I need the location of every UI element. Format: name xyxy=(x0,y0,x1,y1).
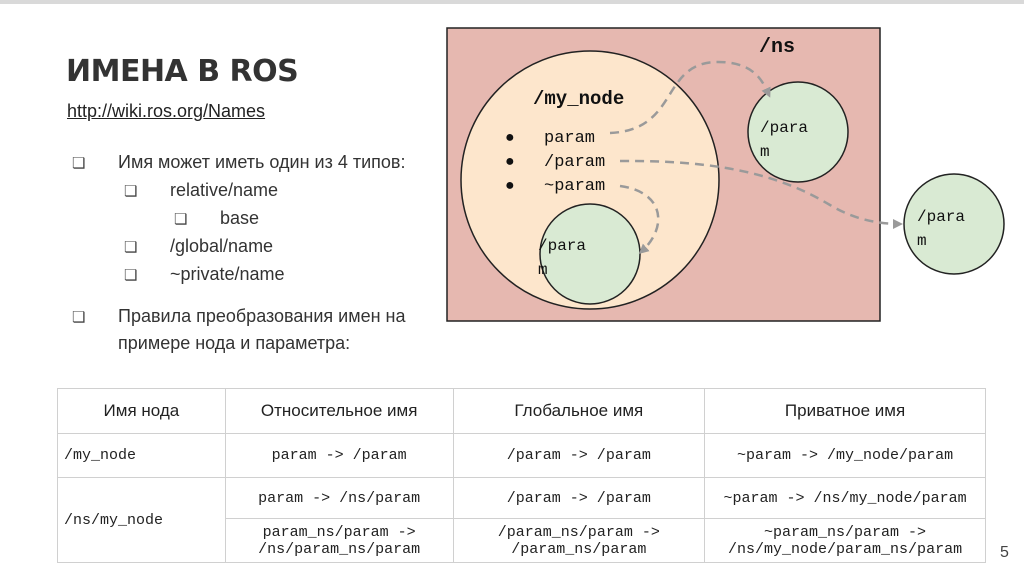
relative-arrow xyxy=(609,60,771,135)
table-row: /ns/my_node param -> /ns/param /param ->… xyxy=(57,477,986,563)
wiki-link[interactable]: http://wiki.ros.org/Names xyxy=(67,101,266,121)
bullet-text: примере нода и параметра: xyxy=(118,333,351,353)
private-arrow xyxy=(619,184,660,254)
global-param-circle xyxy=(903,173,1005,275)
header-relative: Относительное имя xyxy=(224,388,454,434)
cell-line: ~param_ns/param -> xyxy=(764,523,927,541)
names-table: Имя нода Относительное имя Глобальное им… xyxy=(57,388,986,563)
table-cell: ~param_ns/param -> /ns/my_node/param_ns/… xyxy=(704,518,986,563)
header-node-name: Имя нода xyxy=(57,388,226,434)
namespace-diagram: /ns /my_node ● param ● /param ● ~param /… xyxy=(446,27,1005,322)
checkbox-icon: ❏ xyxy=(72,155,86,172)
checkbox-icon: ❏ xyxy=(72,309,86,326)
bullet-text: relative/name xyxy=(170,180,279,200)
bullet-text: Правила преобразования имен на xyxy=(118,306,406,326)
bullet-text: base xyxy=(220,208,260,228)
node-label: /my_node xyxy=(533,88,624,110)
page-number: 5 xyxy=(1000,544,1009,561)
bullet-subitem: ❏ /global/name xyxy=(124,236,273,257)
param-circle-text: /para xyxy=(760,119,808,137)
slide-title: ИМЕНА В ROS xyxy=(66,54,299,89)
bullet-text: Имя может иметь один из 4 типов: xyxy=(118,152,406,172)
ns-param-circle xyxy=(747,81,849,183)
param-private-label: ~param xyxy=(544,177,605,196)
table-cell: param_ns/param -> /ns/param_ns/param xyxy=(224,518,454,563)
checkbox-icon: ❏ xyxy=(124,267,138,284)
param-global-label: /param xyxy=(544,153,605,172)
cell-line: /param_ns/param -> xyxy=(497,523,660,541)
cell-line: /ns/param_ns/param xyxy=(258,540,421,558)
checkbox-icon: ❏ xyxy=(174,211,188,228)
table-cell: /my_node xyxy=(57,433,226,478)
checkbox-icon: ❏ xyxy=(124,183,138,200)
param-circle-text: m xyxy=(760,143,770,161)
bullet-subsubitem: ❏ base xyxy=(174,208,259,229)
top-bar xyxy=(0,0,1024,4)
bullet-text: /global/name xyxy=(170,236,274,256)
table-cell: /param_ns/param -> /param_ns/param xyxy=(452,518,706,563)
cell-line: /ns/my_node/param_ns/param xyxy=(728,540,963,558)
bullet-subitem: ❏ ~private/name xyxy=(124,264,285,285)
bullet-dot: ● xyxy=(505,129,515,146)
global-arrow xyxy=(619,159,903,229)
table-cell: param -> /param xyxy=(224,433,454,478)
private-param-circle xyxy=(539,203,641,305)
bullet-subitem: ❏ relative/name xyxy=(124,180,278,201)
bullet-dot: ● xyxy=(505,153,515,170)
table-cell: param -> /ns/param xyxy=(224,477,454,519)
table-row: param_ns/param -> /ns/param_ns/param /pa… xyxy=(58,518,986,563)
bullet-item: ❏ Правила преобразования имен на xyxy=(72,306,406,327)
param-circle-text: /para xyxy=(917,208,965,226)
header-global: Глобальное имя xyxy=(452,388,706,434)
header-private: Приватное имя xyxy=(704,388,986,434)
bullet-text: ~private/name xyxy=(170,264,285,284)
table-cell: /param -> /param xyxy=(452,477,706,519)
param-circle-text: m xyxy=(917,232,927,250)
cell-line: param_ns/param -> xyxy=(262,523,416,541)
ns-label: /ns xyxy=(759,36,795,59)
param-relative-label: param xyxy=(544,129,595,148)
table-cell: /ns/my_node xyxy=(57,477,226,563)
table-row: /my_node param -> /param /param -> /para… xyxy=(57,433,986,478)
bullet-item: ❏ Имя может иметь один из 4 типов: xyxy=(72,152,405,173)
table-header-row: Имя нода Относительное имя Глобальное им… xyxy=(57,388,986,434)
cell-line: /param_ns/param xyxy=(511,540,647,558)
bullet-dot: ● xyxy=(505,177,515,194)
table-cell: ~param -> /ns/my_node/param xyxy=(704,477,986,519)
checkbox-icon: ❏ xyxy=(124,239,138,256)
table-cell: ~param -> /my_node/param xyxy=(704,433,986,478)
param-circle-text: /para xyxy=(538,237,586,255)
table-cell: /param -> /param xyxy=(452,433,706,478)
param-circle-text: m xyxy=(538,261,548,279)
